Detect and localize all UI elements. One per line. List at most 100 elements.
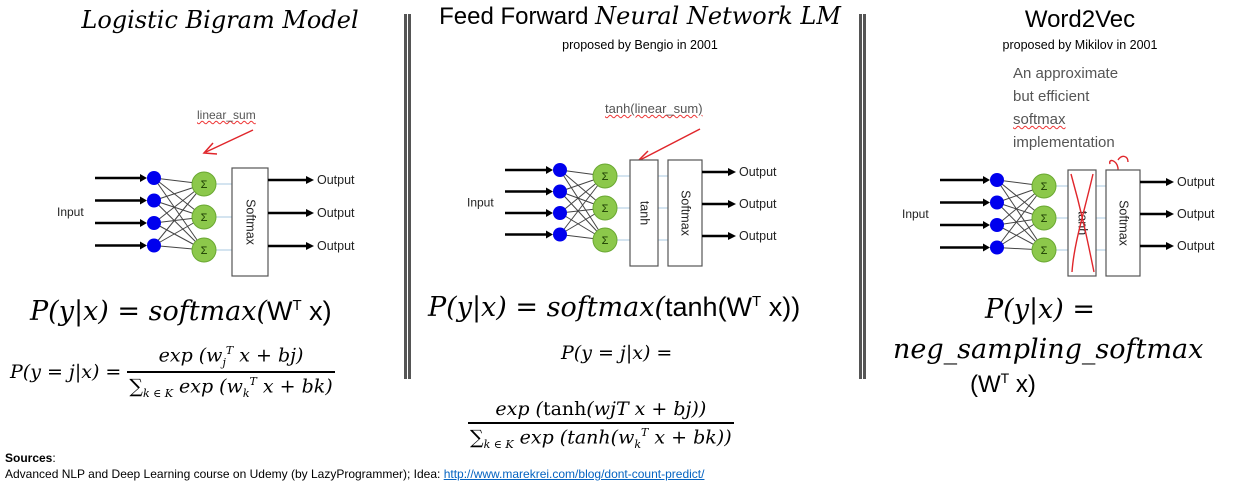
connection-line: [153, 183, 205, 246]
input-label: Input: [902, 207, 929, 221]
divider-1: [404, 14, 411, 379]
arrowhead-icon: [546, 230, 553, 239]
arrowhead-icon: [1166, 242, 1174, 250]
denominator: ∑k ∈ K exp (wkT x + bk): [127, 371, 335, 400]
arrowhead-icon: [728, 232, 736, 240]
layer-box: [1105, 169, 1141, 277]
panel-2-formula-detail-lhs: P(y = j|x) =: [561, 342, 673, 364]
strike-mark: [1070, 173, 1095, 273]
sum-node: [1031, 205, 1057, 231]
sum-node: [191, 237, 217, 263]
arrowhead-icon: [1166, 210, 1174, 218]
panel-3-title: Word2Vec: [1024, 6, 1136, 33]
numerator: exp (tanh(wjT x + bj)): [495, 398, 707, 420]
panel-1-annotation: linear_sum: [197, 108, 256, 122]
output-label: Output: [317, 239, 355, 253]
input-node: [553, 227, 567, 242]
output-label: Output: [317, 173, 355, 187]
input-node: [990, 195, 1004, 210]
output-label: Output: [739, 229, 777, 243]
strike-mark: [1071, 173, 1094, 273]
output-label: Output: [317, 206, 355, 220]
arrowhead-icon: [306, 209, 314, 217]
layer-label: tanh: [638, 201, 652, 225]
sum-node: [1031, 237, 1057, 263]
sigma-icon: Σ: [201, 245, 208, 257]
divider-2: [859, 14, 866, 379]
arrowhead-icon: [983, 176, 990, 184]
annotation-hook: [1109, 155, 1129, 182]
arrowhead-icon: [983, 221, 990, 229]
arrowhead-icon: [983, 198, 990, 207]
sum-node: [592, 227, 618, 253]
sigma-icon: Σ: [1041, 213, 1048, 225]
output-label: Output: [739, 165, 777, 179]
panel-2-subtitle: proposed by Bengio in 2001: [562, 38, 718, 52]
panel-2-formula-detail-frac: exp (tanh(wjT x + bj)) ∑k ∈ K exp (tanh(…: [468, 398, 734, 451]
connection-line: [996, 185, 1045, 248]
sigma-icon: Σ: [1041, 181, 1048, 193]
denominator: ∑k ∈ K exp (tanh(wkT x + bk)): [468, 422, 734, 451]
panel-3-subtitle: proposed by Mikilov in 2001: [1002, 38, 1158, 52]
input-node: [990, 218, 1004, 232]
input-node: [147, 238, 161, 253]
input-node: [990, 173, 1004, 187]
output-label: Output: [1177, 175, 1215, 189]
sources-line: Advanced NLP and Deep Learning course on…: [5, 467, 705, 481]
source-link[interactable]: http://www.marekrei.com/blog/dont-count-…: [443, 467, 705, 481]
panel-1-title: Logistic Bigram Model: [81, 6, 359, 34]
layer-box: [629, 159, 659, 267]
arrowhead-icon: [140, 174, 147, 182]
arrowhead-icon: [546, 166, 553, 174]
layer-box: [667, 159, 703, 267]
sigma-icon: Σ: [201, 179, 208, 191]
arrowhead-icon: [140, 196, 147, 205]
input-node: [553, 163, 567, 177]
input-label: Input: [467, 195, 494, 209]
panel-1-formula-main: P(y|x) = softmax(WT x): [30, 296, 332, 327]
sum-node: [592, 195, 618, 221]
input-node: [147, 216, 161, 230]
arrowhead-icon: [140, 219, 147, 227]
sigma-icon: Σ: [201, 212, 208, 224]
panel-3-formula-line3: (WT x): [970, 370, 1036, 398]
panel-2-title: Feed Forward Neural Network LM: [439, 2, 841, 30]
panel-3-formula-line1: P(y|x) =: [985, 294, 1096, 325]
sigma-icon: Σ: [602, 203, 609, 215]
layer-label: Softmax: [679, 190, 693, 237]
input-node: [553, 206, 567, 220]
arrowhead-icon: [983, 243, 990, 252]
panel-2-annotation: tanh(linear_sum): [605, 101, 703, 116]
sigma-icon: Σ: [602, 171, 609, 183]
sum-node: [592, 163, 618, 189]
layer-box: [231, 167, 269, 277]
connection-line: [996, 179, 1045, 251]
output-label: Output: [1177, 207, 1215, 221]
arrowhead-icon: [306, 242, 314, 250]
input-node: [553, 184, 567, 199]
sum-node: [1031, 173, 1057, 199]
annotation-arrow: [636, 128, 701, 163]
annotation-arrow: [202, 129, 254, 155]
arrowhead-icon: [1166, 178, 1174, 186]
sum-node: [191, 171, 217, 197]
panel-2-formula-main: P(y|x) = softmax(tanh(WT x)): [428, 292, 801, 323]
sum-node: [191, 204, 217, 230]
input-node: [147, 193, 161, 208]
sigma-icon: Σ: [602, 235, 609, 247]
sigma-icon: Σ: [1041, 245, 1048, 257]
input-node: [147, 171, 161, 185]
arrowhead-icon: [728, 200, 736, 208]
sources-label: Sources:: [5, 451, 56, 465]
layer-label: Softmax: [1117, 200, 1131, 247]
numerator: exp (wjT x + bj): [158, 344, 304, 370]
panel-3-formula-line2: neg_sampling_softmax: [893, 334, 1204, 365]
input-label: Input: [57, 205, 84, 219]
output-label: Output: [1177, 239, 1215, 253]
